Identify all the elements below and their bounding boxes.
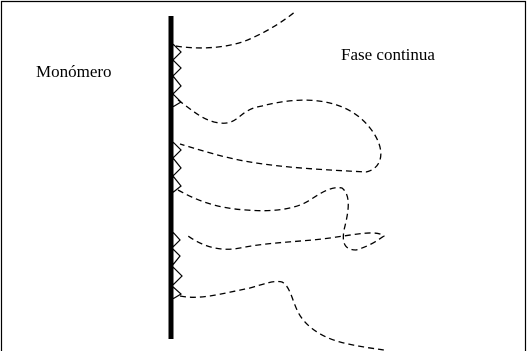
anchor-zigzag-1 — [170, 41, 182, 109]
continuous-phase-label: Fase continua — [341, 45, 435, 64]
anchor-zigzag-3 — [170, 229, 183, 301]
anchor-zigzag-2 — [170, 139, 182, 195]
polymer-chain-4 — [179, 280, 385, 351]
polymer-chain-1 — [175, 10, 297, 49]
monomer-label: Monómero — [36, 62, 112, 81]
polymer-chain-2 — [177, 99, 382, 173]
polymer-chain-3 — [177, 186, 386, 251]
